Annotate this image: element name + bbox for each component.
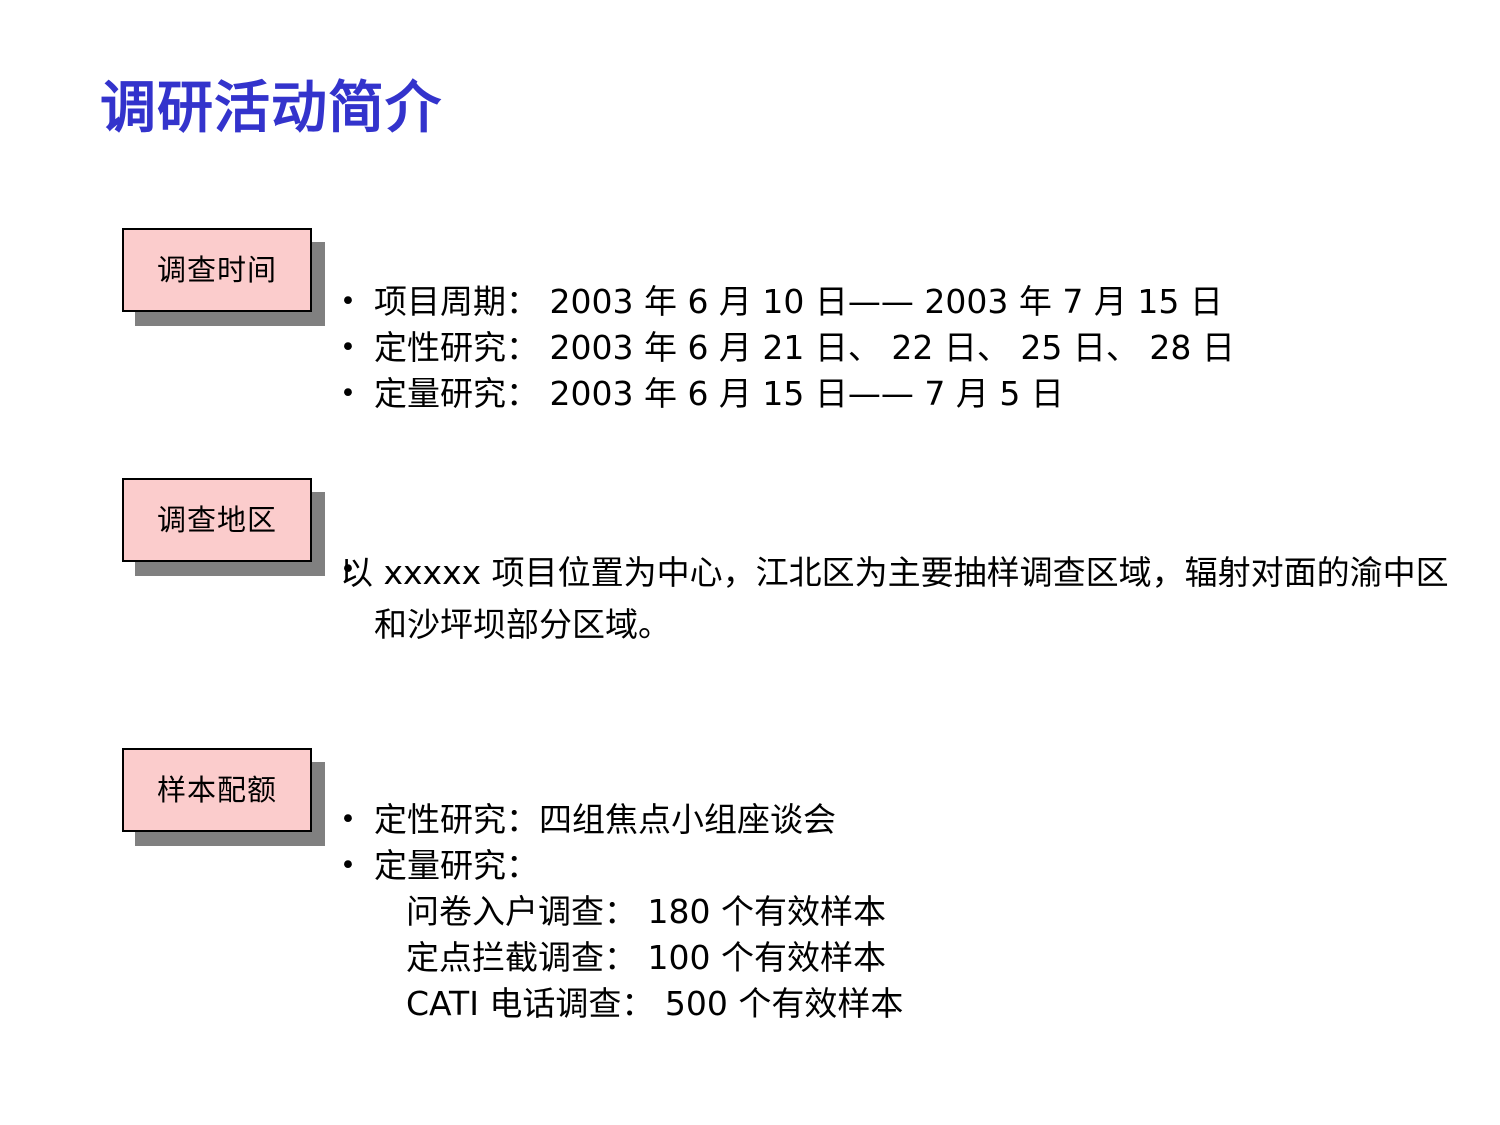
section-label-text: 样本配额 [156, 772, 277, 807]
bullet-dot-icon: • [340, 332, 356, 363]
bullet-text: 定性研究： 2003 年 6 月 21 日、 22 日、 25 日、 28 日 [374, 328, 1235, 367]
sub-line: 定点拦截调查： 100 个有效样本 [406, 938, 886, 977]
section-label-sample-quota: 样本配额 [122, 748, 325, 846]
bullet-item: • 项目周期： 2003 年 6 月 10 日—— 2003 年 7 月 15 … [340, 279, 1235, 325]
section-label-text: 调查时间 [156, 252, 277, 287]
bullet-item: • 定量研究： 2003 年 6 月 15 日—— 7 月 5 日 [340, 371, 1235, 417]
bullet-dot-icon: • [340, 850, 356, 881]
section-body-sample-quota: • 定性研究：四组焦点小组座谈会 • 定量研究： 问卷入户调查： 180 个有效… [340, 797, 903, 1027]
section-body-survey-area: • 以 xxxxx 项目位置为中心，江北区为主要抽样调查区域，辐射对面的渝中区和… [340, 547, 1460, 651]
bullet-dot-icon: • [340, 286, 356, 317]
section-label-text: 调查地区 [156, 502, 277, 537]
bullet-text: 以 xxxxx 项目位置为中心，江北区为主要抽样调查区域，辐射对面的渝中区和沙坪… [340, 553, 1449, 644]
bullet-text: 定性研究：四组焦点小组座谈会 [374, 800, 836, 839]
bullet-item: • 以 xxxxx 项目位置为中心，江北区为主要抽样调查区域，辐射对面的渝中区和… [340, 547, 1460, 651]
bullet-dot-icon: • [340, 804, 356, 835]
bullet-item: • 定量研究： [340, 843, 903, 889]
bullet-text: 项目周期： 2003 年 6 月 10 日—— 2003 年 7 月 15 日 [374, 282, 1223, 321]
label-face: 调查地区 [122, 478, 312, 562]
bullet-text: 定量研究： 2003 年 6 月 15 日—— 7 月 5 日 [374, 374, 1064, 413]
section-label-survey-time: 调查时间 [122, 228, 325, 326]
label-face: 调查时间 [122, 228, 312, 312]
section-label-survey-area: 调查地区 [122, 478, 325, 576]
page-title: 调研活动简介 [100, 76, 442, 141]
label-face: 样本配额 [122, 748, 312, 832]
bullet-dot-icon: • [340, 378, 356, 409]
bullet-item: • 定性研究：四组焦点小组座谈会 [340, 797, 903, 843]
sub-line: 问卷入户调查： 180 个有效样本 [406, 892, 886, 931]
sub-line: CATI 电话调查： 500 个有效样本 [406, 984, 904, 1023]
bullet-item: • 定性研究： 2003 年 6 月 21 日、 22 日、 25 日、 28 … [340, 325, 1235, 371]
bullet-text: 定量研究： [374, 846, 539, 885]
section-body-survey-time: • 项目周期： 2003 年 6 月 10 日—— 2003 年 7 月 15 … [340, 279, 1235, 417]
bullet-dot-icon: • [340, 554, 356, 585]
